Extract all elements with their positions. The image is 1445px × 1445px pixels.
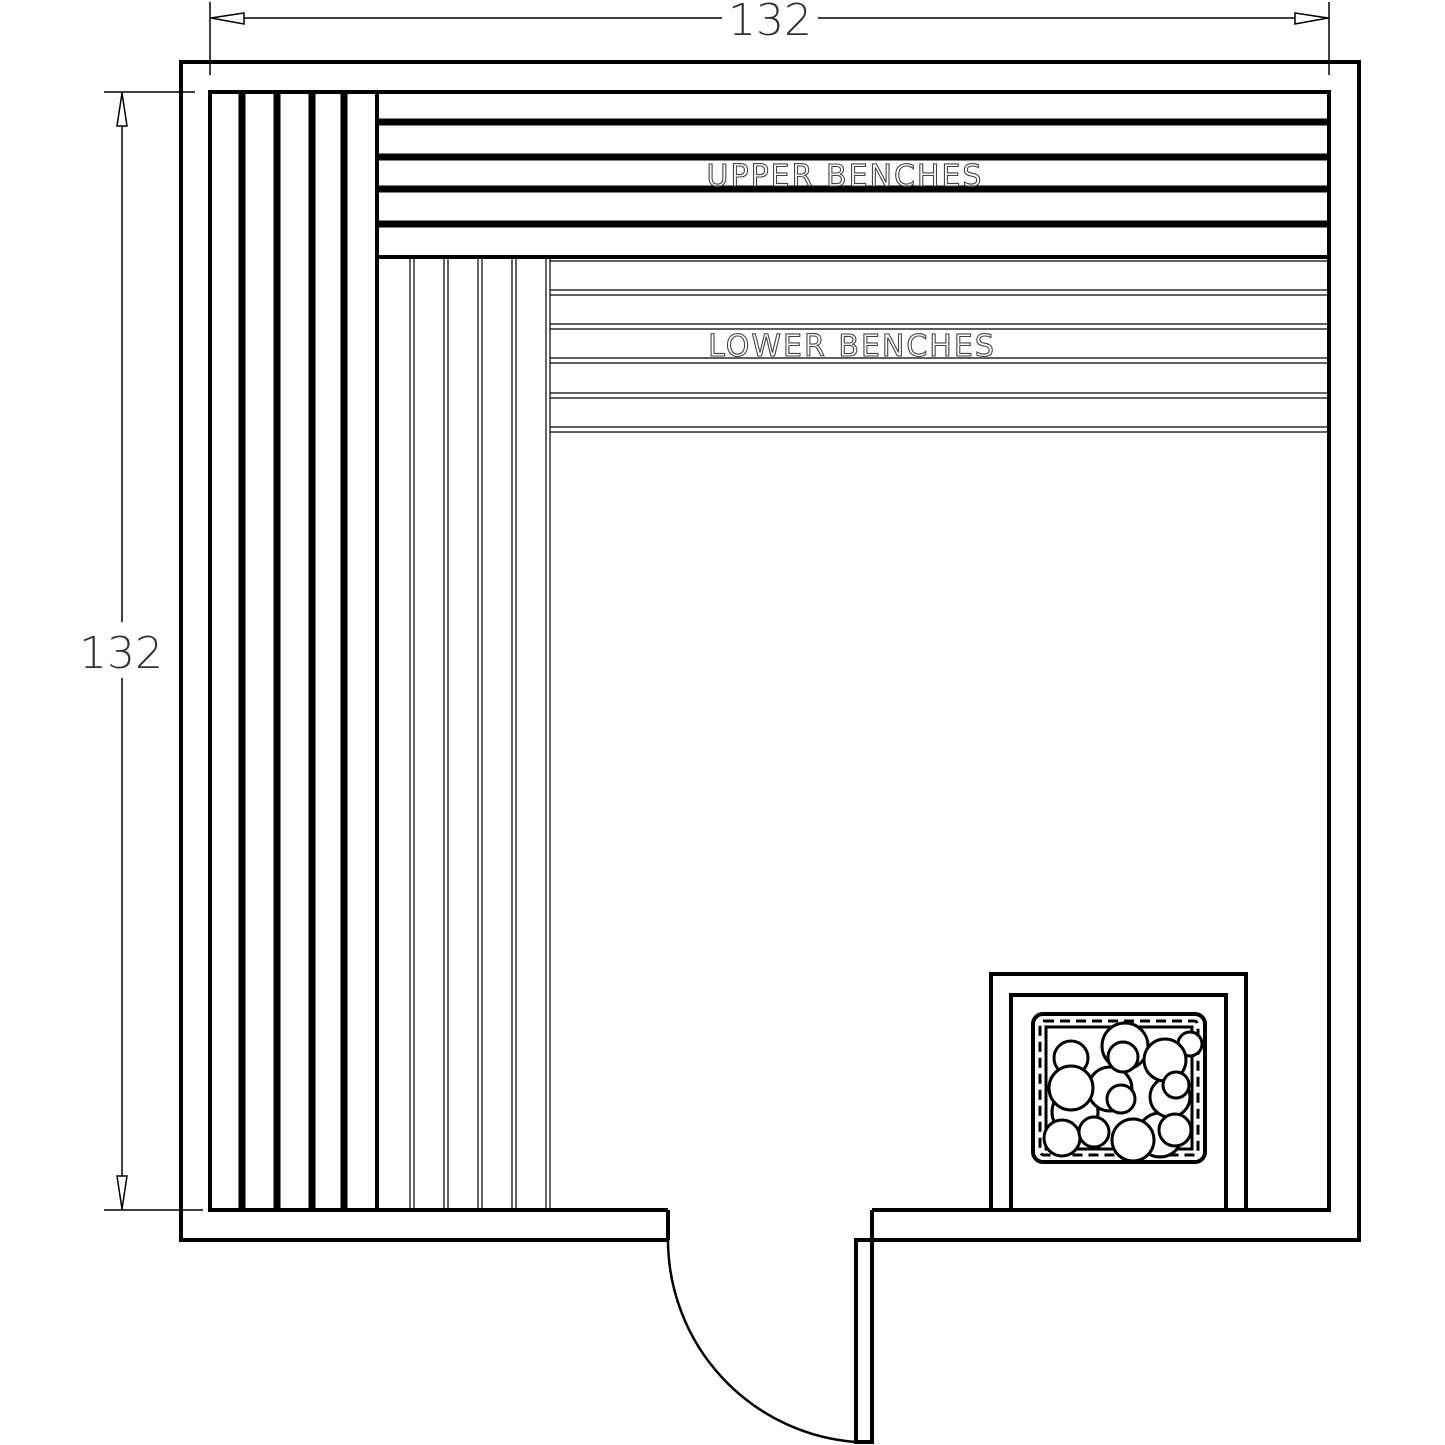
- width-dimension: [209, 2, 1330, 75]
- lower-benches: [409, 259, 1327, 1208]
- heater-icon: [989, 972, 1248, 1210]
- upper-benches-label: UPPER BENCHES: [707, 159, 984, 194]
- height-dimension-label: 132: [79, 628, 163, 679]
- inner-wall: [208, 90, 1331, 1212]
- outer-wall: [179, 60, 1361, 1242]
- heater-stones-icon: [1042, 1021, 1204, 1163]
- width-dimension-label: 132: [728, 0, 812, 46]
- lower-benches-label: LOWER BENCHES: [708, 329, 996, 364]
- door-icon: [666, 1238, 874, 1444]
- height-dimension: [104, 91, 203, 1211]
- upper-benches: [238, 92, 1329, 1210]
- walls: [179, 60, 1361, 1242]
